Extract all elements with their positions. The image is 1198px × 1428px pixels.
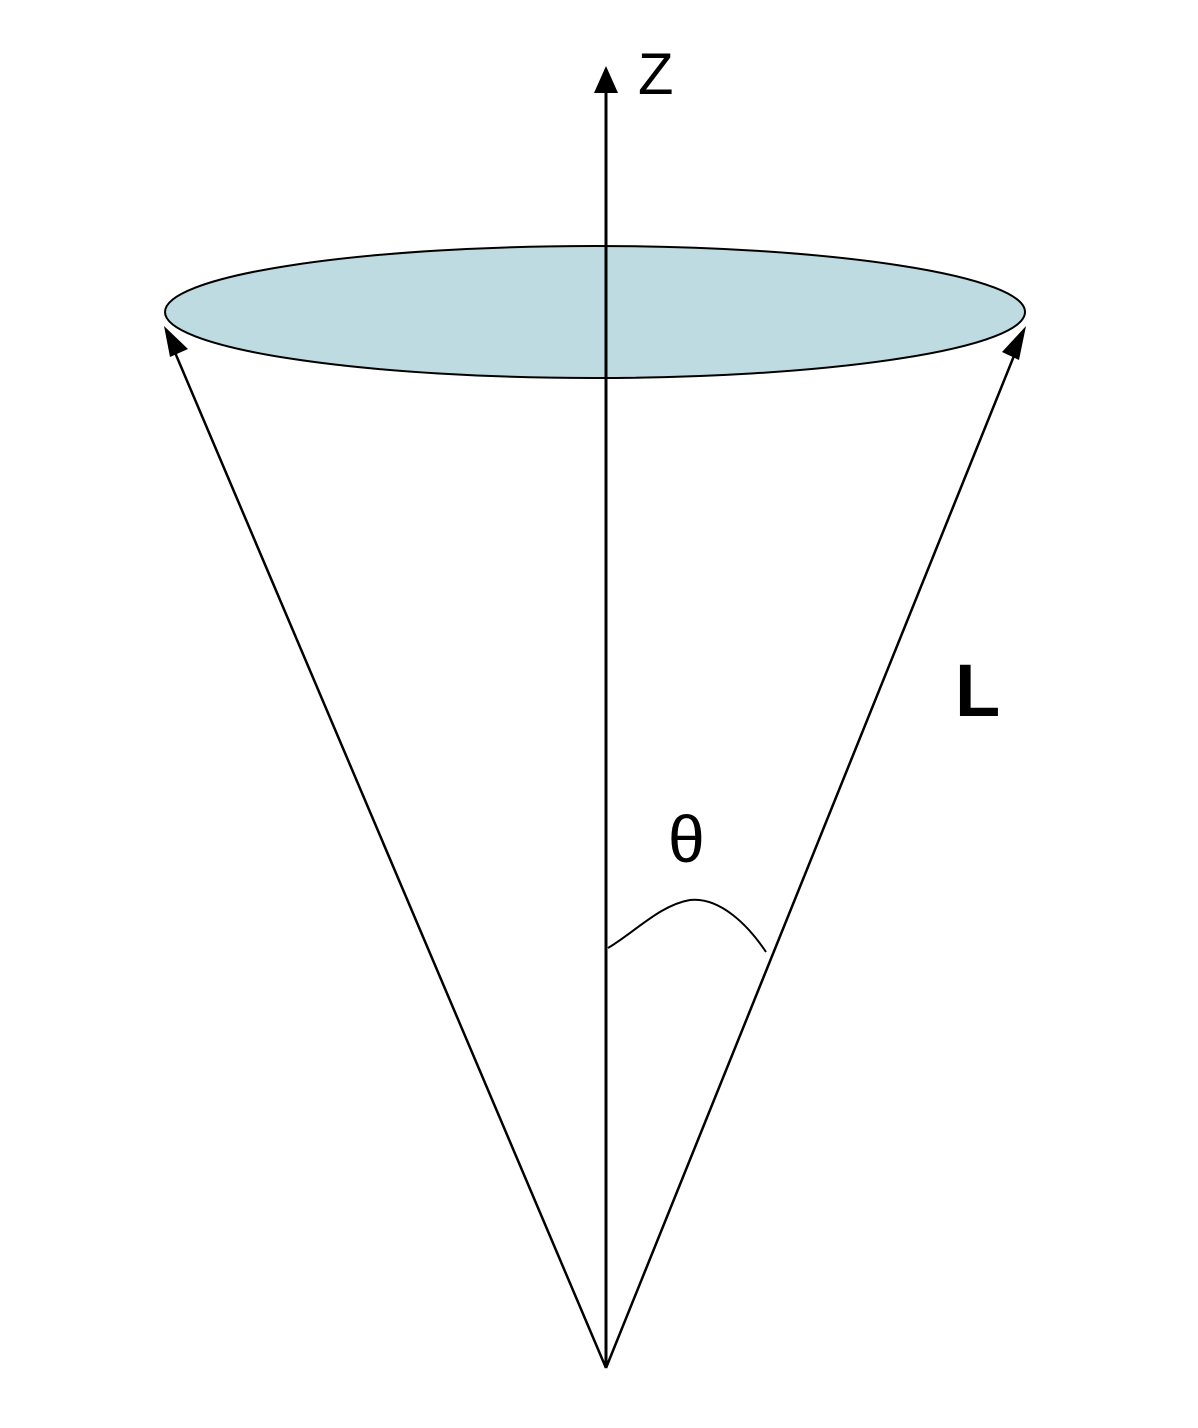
z-axis-label: Z xyxy=(638,42,673,107)
cone-base-disc xyxy=(164,245,1026,379)
z-axis-arrowhead xyxy=(594,66,618,93)
cone-right-vector xyxy=(604,335,1024,1369)
cone-left-arrowhead xyxy=(164,326,188,357)
cone-right-arrowhead xyxy=(1002,326,1026,360)
theta-label: θ xyxy=(668,802,705,876)
vector-l-label: L xyxy=(955,649,1000,732)
theta-angle-arc xyxy=(607,898,767,953)
cone-left-vector xyxy=(166,335,608,1369)
